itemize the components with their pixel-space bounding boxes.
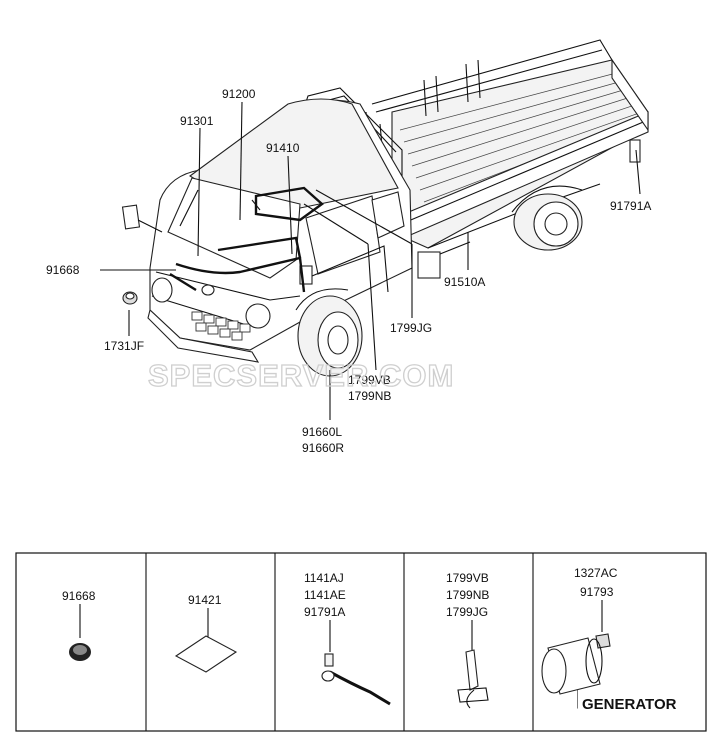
callout-91791a: 91791A xyxy=(610,199,651,213)
callout-91660l: 91660L xyxy=(302,425,342,439)
panel-3-label-2: 1141AE xyxy=(304,588,346,602)
panel-ground-strap: 1141AJ 1141AE 91791A xyxy=(304,571,391,706)
panel-5-label-2: 91793 xyxy=(580,585,614,599)
callout-1799jg: 1799JG xyxy=(390,321,432,335)
panel-91668: 91668 xyxy=(62,589,96,661)
callout-labels: 91200 91301 91410 91668 1731JF 1799JG 17… xyxy=(46,87,651,455)
panel-3-label-1: 1141AJ xyxy=(304,571,344,585)
panel-2-label-1: 91421 xyxy=(188,593,222,607)
callout-91660r: 91660R xyxy=(302,441,344,455)
callout-91410: 91410 xyxy=(266,141,300,155)
callout-1731jf: 1731JF xyxy=(104,339,144,353)
panel-3-label-3: 91791A xyxy=(304,605,345,619)
callout-91668: 91668 xyxy=(46,263,80,277)
callout-91200: 91200 xyxy=(222,87,256,101)
panel-clip: 1799VB 1799NB 1799JG xyxy=(446,571,489,709)
callout-1799nb: 1799NB xyxy=(348,389,391,403)
callout-91510a: 91510A xyxy=(444,275,485,289)
panel-generator: 1327AC 91793 GENERATOR xyxy=(541,566,698,716)
panel-4-label-2: 1799NB xyxy=(446,588,489,602)
panel-91421: 91421 xyxy=(174,593,238,673)
truck-illustration xyxy=(121,39,649,377)
panel-5-label-1: 1327AC xyxy=(574,566,618,580)
leader-lines xyxy=(100,101,641,420)
detail-panels: 91668 91421 1141AJ 1141AE 91791A 1799VB … xyxy=(15,552,707,732)
panel-4-label-1: 1799VB xyxy=(446,571,489,585)
panel-1-label-1: 91668 xyxy=(62,589,96,603)
callout-91301: 91301 xyxy=(180,114,214,128)
generator-tag: GENERATOR xyxy=(582,696,677,713)
nut-1731jf-part xyxy=(122,291,138,305)
watermark-text: SPECSERVER.COM xyxy=(148,358,454,393)
panel-4-label-3: 1799JG xyxy=(446,605,488,619)
callout-1799vb: 1799VB xyxy=(348,373,391,387)
